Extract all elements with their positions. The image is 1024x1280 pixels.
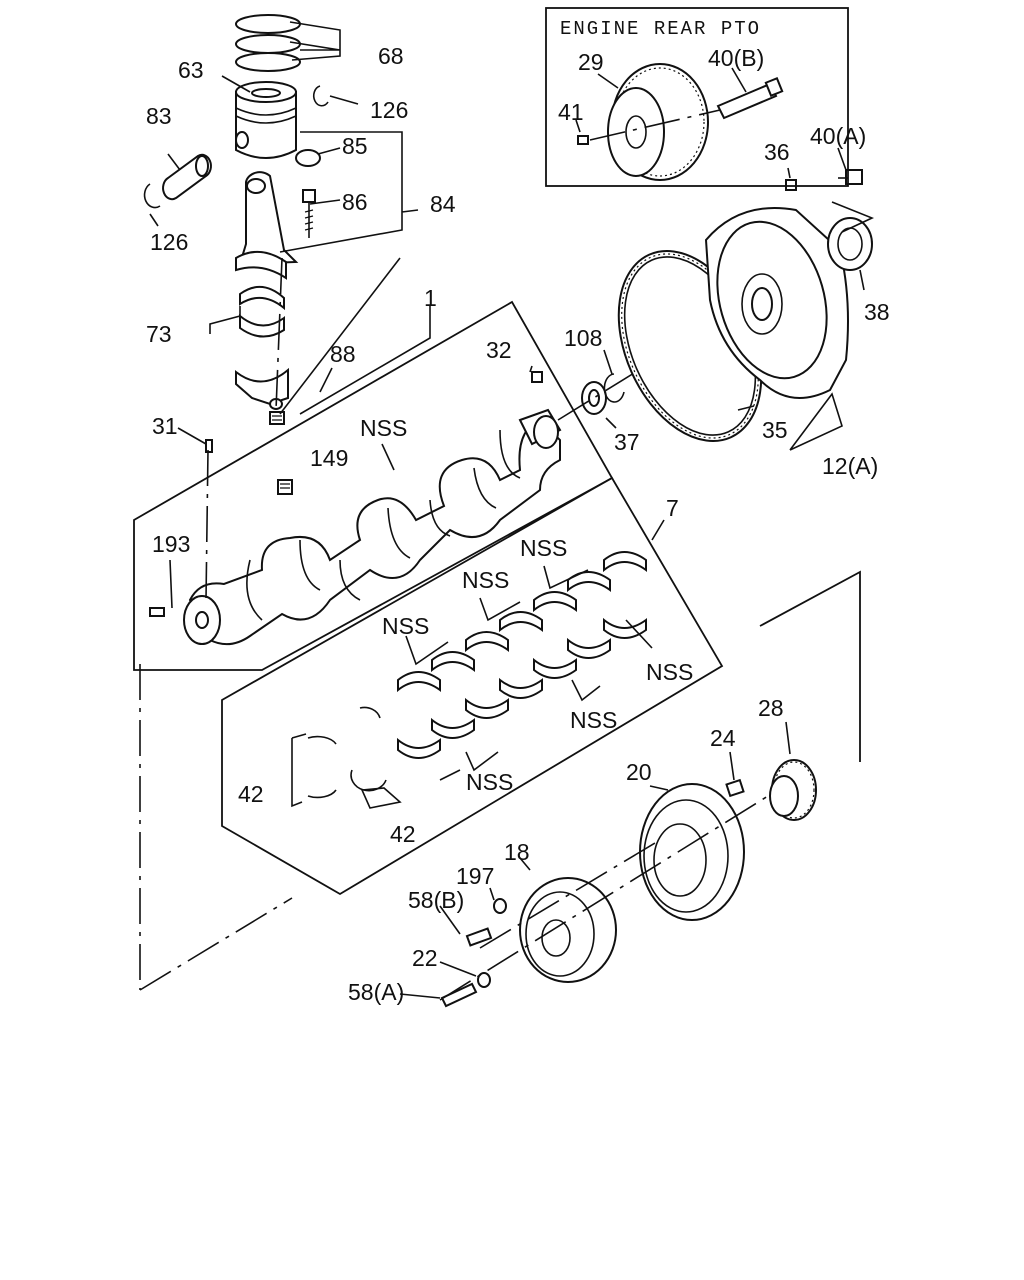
pto-box-title: ENGINE REAR PTO [560, 18, 761, 40]
bolt-58a [440, 982, 478, 1008]
callout-193: 193 [152, 531, 190, 557]
callout-58b: 58(B) [408, 887, 464, 913]
pto-bolt-40b [716, 76, 784, 120]
rod-cap [235, 367, 289, 410]
callout-86: 86 [342, 189, 368, 215]
crank-pulley-18 [519, 877, 617, 983]
callout-35: 35 [762, 417, 788, 443]
callout-18: 18 [504, 839, 530, 865]
snap-ring-lower [143, 183, 161, 209]
pto-pin-41 [577, 135, 589, 145]
callout-63: 63 [178, 57, 204, 83]
callout-28: 28 [758, 695, 784, 721]
callout-nss-4: NSS [646, 659, 693, 685]
pin-32 [531, 371, 543, 383]
callout-nss-crankshaft: NSS [360, 415, 407, 441]
callout-58a: 58(A) [348, 979, 404, 1005]
snap-ring-108 [603, 373, 625, 403]
callout-85: 85 [342, 133, 368, 159]
timing-gear-28 [769, 759, 817, 821]
bolt-58b [465, 927, 493, 947]
rod-nut [269, 411, 285, 425]
piston-rings [235, 14, 341, 72]
callout-nss-3: NSS [382, 613, 429, 639]
callout-68: 68 [378, 43, 404, 69]
callout-nss-5: NSS [570, 707, 617, 733]
pin-36 [785, 179, 797, 191]
callout-84: 84 [430, 191, 456, 217]
bolt-40a [838, 169, 863, 185]
callout-31: 31 [152, 413, 178, 439]
washer-197 [493, 898, 507, 914]
callout-12a: 12(A) [822, 453, 878, 479]
callout-20: 20 [626, 759, 652, 785]
flywheel-washer-38 [827, 217, 873, 271]
piston-pin [162, 153, 212, 201]
callout-24: 24 [710, 725, 736, 751]
callout-73: 73 [146, 321, 172, 347]
pin-193 [149, 607, 165, 617]
main-bearings [397, 551, 647, 759]
callout-126-lower: 126 [150, 229, 188, 255]
rod-bolt [302, 189, 316, 238]
washer-22 [477, 972, 491, 988]
flywheel [704, 207, 849, 399]
connecting-rod [235, 171, 299, 280]
dowel-pin-31 [205, 439, 213, 453]
callout-22: 22 [412, 945, 438, 971]
callout-88: 88 [330, 341, 356, 367]
small-end-bushing [295, 149, 321, 167]
pto-gear-29 [607, 63, 709, 181]
callout-126-upper: 126 [370, 97, 408, 123]
callout-42-right: 42 [390, 821, 416, 847]
callout-36: 36 [764, 139, 790, 165]
callout-108: 108 [564, 325, 602, 351]
callout-nss-2: NSS [462, 567, 509, 593]
bolt-24 [725, 778, 745, 798]
callout-29: 29 [578, 49, 604, 75]
callout-nss-1: NSS [520, 535, 567, 561]
rod-bearings [239, 286, 285, 338]
callout-7: 7 [666, 495, 679, 521]
crankshaft [183, 408, 562, 646]
callout-149: 149 [310, 445, 348, 471]
callout-40a: 40(A) [810, 123, 866, 149]
callout-32: 32 [486, 337, 512, 363]
callout-197: 197 [456, 863, 494, 889]
oil-seal-37 [581, 381, 607, 415]
callout-42-left: 42 [238, 781, 264, 807]
callout-83: 83 [146, 103, 172, 129]
callout-1: 1 [424, 285, 437, 311]
callout-nss-6: NSS [466, 769, 513, 795]
callout-41: 41 [558, 99, 584, 125]
callout-40b: 40(B) [708, 45, 764, 71]
snap-ring-upper [312, 85, 329, 107]
damper-pulley-20 [639, 783, 745, 921]
plug-149 [277, 479, 293, 495]
callout-37: 37 [614, 429, 640, 455]
piston [235, 81, 297, 159]
callout-38: 38 [864, 299, 890, 325]
thrust-washers [307, 706, 387, 799]
